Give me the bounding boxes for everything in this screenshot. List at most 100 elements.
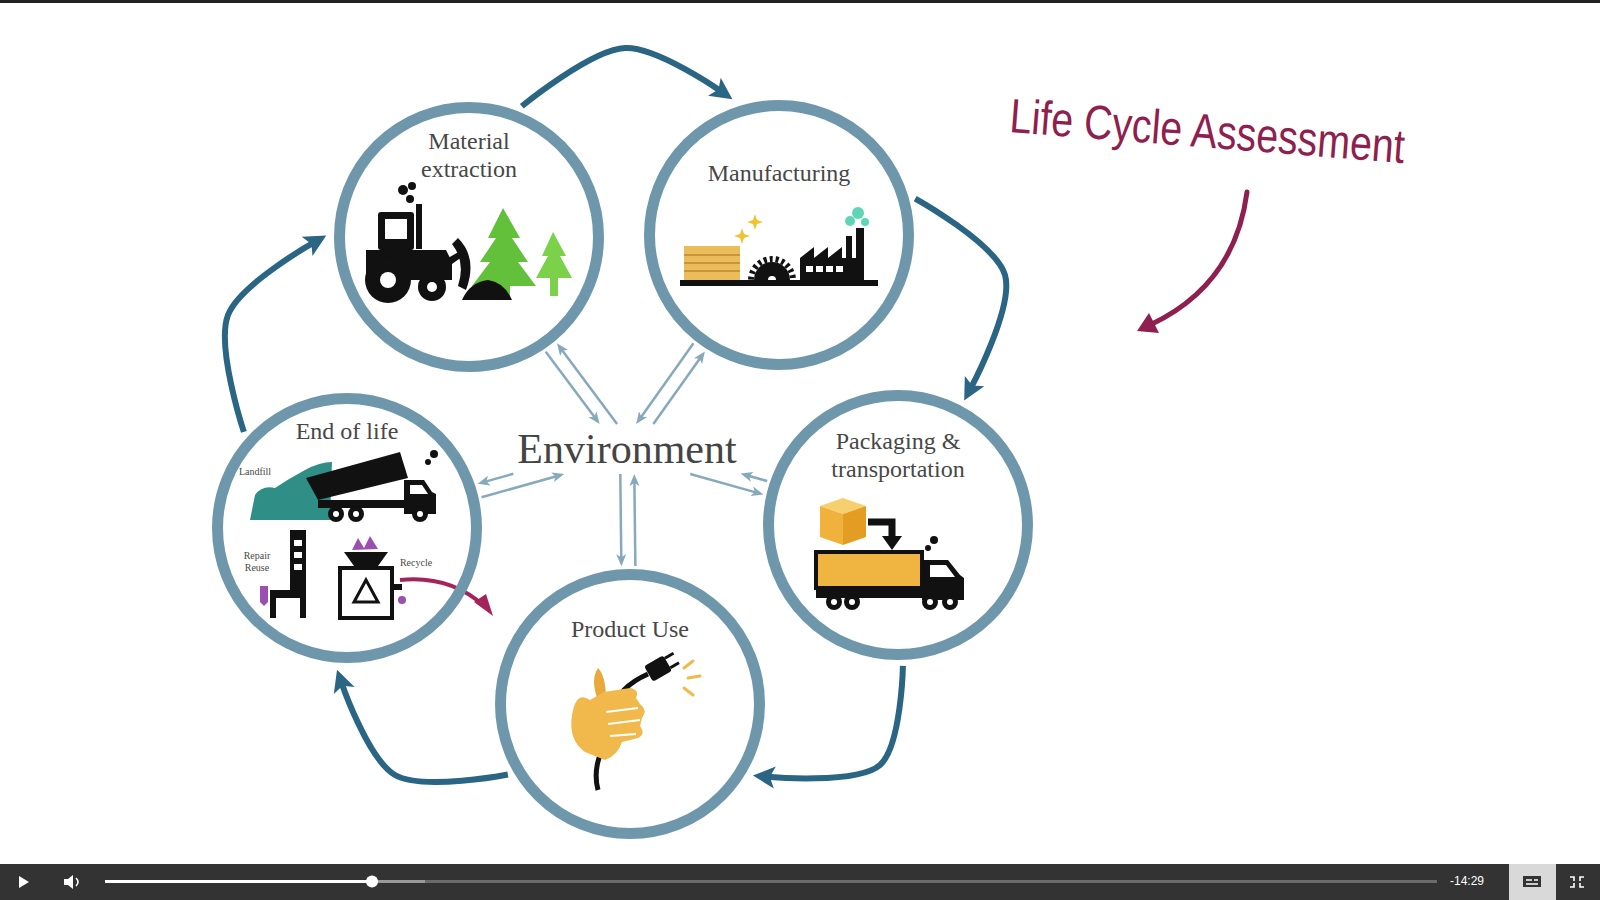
volume-icon <box>64 875 73 889</box>
chimney <box>846 236 852 260</box>
cycle-arrow <box>767 666 903 778</box>
circle-ring <box>340 108 599 367</box>
hand <box>571 688 644 760</box>
icon-label: Landfill <box>230 466 280 478</box>
smoke-puff <box>398 185 408 195</box>
stage-heading: Manufacturing <box>674 160 884 188</box>
exchange-arrow <box>546 352 595 418</box>
center-node: Environment <box>517 428 736 470</box>
diagram-title: Life Cycle Assessment <box>1008 92 1406 171</box>
chair-slat <box>294 552 302 558</box>
wheel-hub <box>947 599 953 605</box>
icon-label: Repair Reuse <box>237 550 277 573</box>
truck-wheel <box>826 594 842 610</box>
smoke-puff <box>406 195 414 203</box>
recycled-drop <box>398 596 406 604</box>
circle-ring <box>650 106 909 365</box>
smoke-puff <box>425 459 431 465</box>
dirt-mound <box>462 280 512 300</box>
stage-circle: End of lifeLandfillRepair Reuse Recycle <box>212 393 482 663</box>
truck-wheel <box>942 594 958 610</box>
exchange-arrow <box>641 343 694 417</box>
loader-bucket <box>452 238 471 290</box>
circle-outline <box>495 569 765 839</box>
exchange-arrow <box>633 482 636 566</box>
fullscreen-icon <box>1570 877 1584 887</box>
progress-played <box>105 880 372 883</box>
recyclables <box>352 536 378 550</box>
truck-trailer <box>816 552 922 588</box>
recycle-symbol <box>354 580 378 602</box>
play-icon <box>19 876 29 888</box>
circle-ring <box>218 399 477 658</box>
exchange-arrow <box>562 350 617 424</box>
exchange-arrow <box>482 476 557 497</box>
stage-heading: Packaging & transportation <box>808 428 988 483</box>
truck-wheel <box>412 506 428 522</box>
factory-window <box>816 266 823 272</box>
title-pointer <box>1150 192 1247 325</box>
ground-line <box>680 280 878 286</box>
plug-prong <box>670 661 680 669</box>
recycler-spout <box>392 584 402 590</box>
chair-slat <box>294 540 302 546</box>
lumber-lines <box>684 255 740 271</box>
wheel-hub <box>927 599 933 605</box>
stage-circle: Product Use <box>495 569 765 839</box>
truck-window <box>930 565 955 577</box>
recycle-arrow <box>400 579 484 606</box>
exchange-arrow <box>619 474 622 558</box>
spark <box>747 214 763 230</box>
progress-track <box>105 880 1437 883</box>
factory-window <box>836 266 843 272</box>
spark <box>734 228 750 244</box>
circle-ring <box>501 575 760 834</box>
circle-outline <box>644 100 914 370</box>
wheel-hub <box>353 511 359 517</box>
truck-wheel <box>922 594 938 610</box>
dump-bed <box>306 452 408 500</box>
load-arrow <box>868 522 892 538</box>
box-side <box>843 506 866 545</box>
truck-wheel <box>348 506 364 522</box>
factory <box>800 228 864 281</box>
plug-body <box>644 655 672 682</box>
captions-icon <box>1523 876 1541 887</box>
center-label: Environment <box>517 428 736 470</box>
repair-tool <box>260 586 268 606</box>
stage-heading: Product Use <box>535 616 725 644</box>
exchange-arrow <box>748 476 767 481</box>
tractor-wheel <box>418 273 446 301</box>
saw-mask <box>746 286 798 308</box>
smoke-puff <box>408 182 416 190</box>
volume-wave <box>76 878 78 886</box>
smoke-puff <box>925 545 931 551</box>
plug-prong <box>664 652 674 660</box>
smoke-puff <box>430 450 438 458</box>
recycler-funnel <box>344 552 388 566</box>
box-side <box>820 506 843 545</box>
spark-lines <box>684 661 700 695</box>
stage-circle: Packaging & transportation <box>763 390 1033 660</box>
truck-wheel <box>844 594 860 610</box>
smoke-puff <box>861 218 869 226</box>
top-edge-bar <box>0 0 1600 3</box>
stage-circle: Manufacturing <box>644 100 914 370</box>
cycle-arrow <box>522 48 721 106</box>
stage-heading: Material extraction <box>394 128 544 183</box>
cycle-arrow <box>915 199 1006 389</box>
smoke-puff <box>845 216 855 226</box>
exchange-arrow <box>690 474 755 492</box>
tree <box>536 232 572 296</box>
captions-lines <box>1526 880 1538 884</box>
stage-circle: Material extraction <box>334 102 604 372</box>
circle-ring <box>769 396 1028 655</box>
icon-label: Recycle <box>391 557 441 569</box>
lumber-stack <box>684 246 740 280</box>
player-bar <box>0 864 1600 900</box>
stage-heading: End of life <box>262 418 432 446</box>
wheel-hub <box>831 599 837 605</box>
recycler-box <box>340 568 392 618</box>
wheel-hub <box>333 511 339 517</box>
tractor-window <box>385 219 407 239</box>
